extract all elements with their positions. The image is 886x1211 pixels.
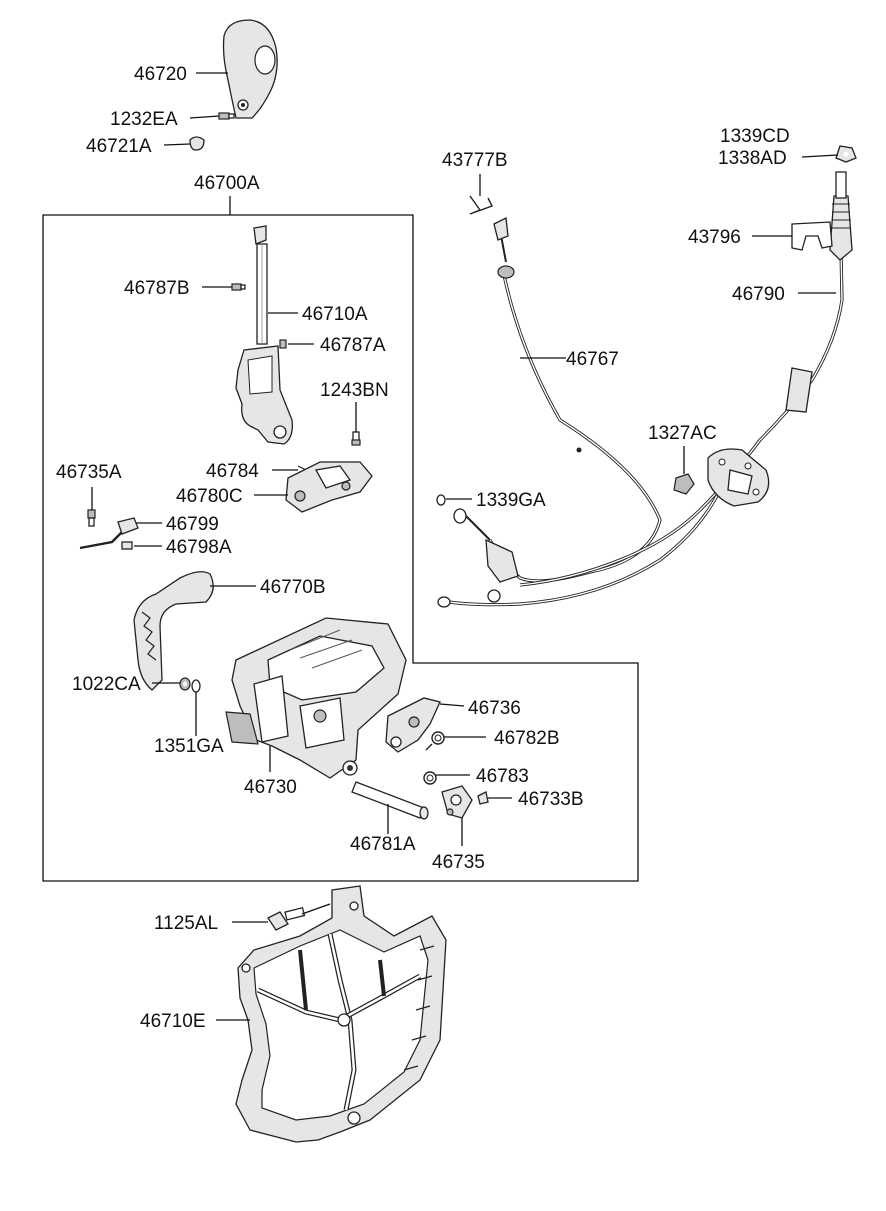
label-46770b: 46770B [260,577,326,598]
bolt-46735a [87,509,96,527]
label-1327ac: 1327AC [648,423,717,444]
bracket-46736 [385,697,441,753]
label-46780c: 46780C [176,486,243,507]
washer-1351ga [191,679,201,693]
label-46782b: 46782B [494,728,560,749]
nut-1022ca [179,677,191,691]
bolt-1125al [267,906,306,931]
label-46799: 46799 [166,514,219,535]
label-1243bn: 1243BN [320,380,389,401]
label-46735: 46735 [432,852,485,873]
label-46790: 46790 [732,284,785,305]
nut-1339cd-1338ad [835,145,857,163]
label-46736: 46736 [468,698,521,719]
connector-46798a [121,541,133,550]
nut-1327ac [673,473,695,495]
label-1351ga: 1351GA [154,736,224,757]
label-1125al: 1125AL [154,913,218,934]
assembly-outline-box [42,214,639,882]
label-46710e: 46710E [140,1011,206,1032]
label-1232ea: 1232EA [110,109,178,130]
label-46784: 46784 [206,461,259,482]
label-43796: 43796 [688,227,741,248]
label-43777b: 43777B [442,150,508,171]
shift-cable-46767 [453,217,662,583]
detent-lever-46770b [133,571,214,691]
label-1339ga: 1339GA [476,490,546,511]
clip-43777b [469,195,493,215]
cap-46733b [477,791,489,805]
shift-lever-base [235,345,293,445]
button-46721a [189,136,205,151]
label-46710a: 46710A [302,304,368,325]
label-46798a: 46798A [166,537,232,558]
pin-46787b [231,283,246,291]
solenoid-bracket-46780c [285,461,373,513]
label-46735a: 46735A [56,462,122,483]
select-cable-46790 [519,171,853,587]
clip-43796 [791,221,833,251]
pin-46787a [279,339,287,349]
shifter-housing-46730 [225,617,407,779]
label-46787a: 46787A [320,335,386,356]
washer-1339ga [436,494,446,506]
label-46781a: 46781A [350,834,416,855]
shift-lever-rod [253,225,268,345]
label-46700a: 46700A [194,173,260,194]
label-1339cd: 1339CD [720,126,790,147]
shift-knob [222,19,278,119]
lower-cable-branch [437,489,722,608]
label-46767: 46767 [566,349,619,370]
label-46720: 46720 [134,64,187,85]
lever-46735 [441,785,473,819]
spring-46783 [423,771,437,785]
frame-46710e [235,885,447,1143]
label-1022ca: 1022CA [72,674,141,695]
label-46783: 46783 [476,766,529,787]
label-46721a: 46721A [86,136,152,157]
screw-1243bn [351,431,361,446]
label-46730: 46730 [244,777,297,798]
spring-46782b [425,731,445,751]
screw-1232ea [218,112,235,120]
label-46733b: 46733B [518,789,584,810]
harness-46799 [79,517,139,550]
label-1338ad: 1338AD [718,148,787,169]
label-46787b: 46787B [124,278,190,299]
pin-46781a [351,781,429,820]
